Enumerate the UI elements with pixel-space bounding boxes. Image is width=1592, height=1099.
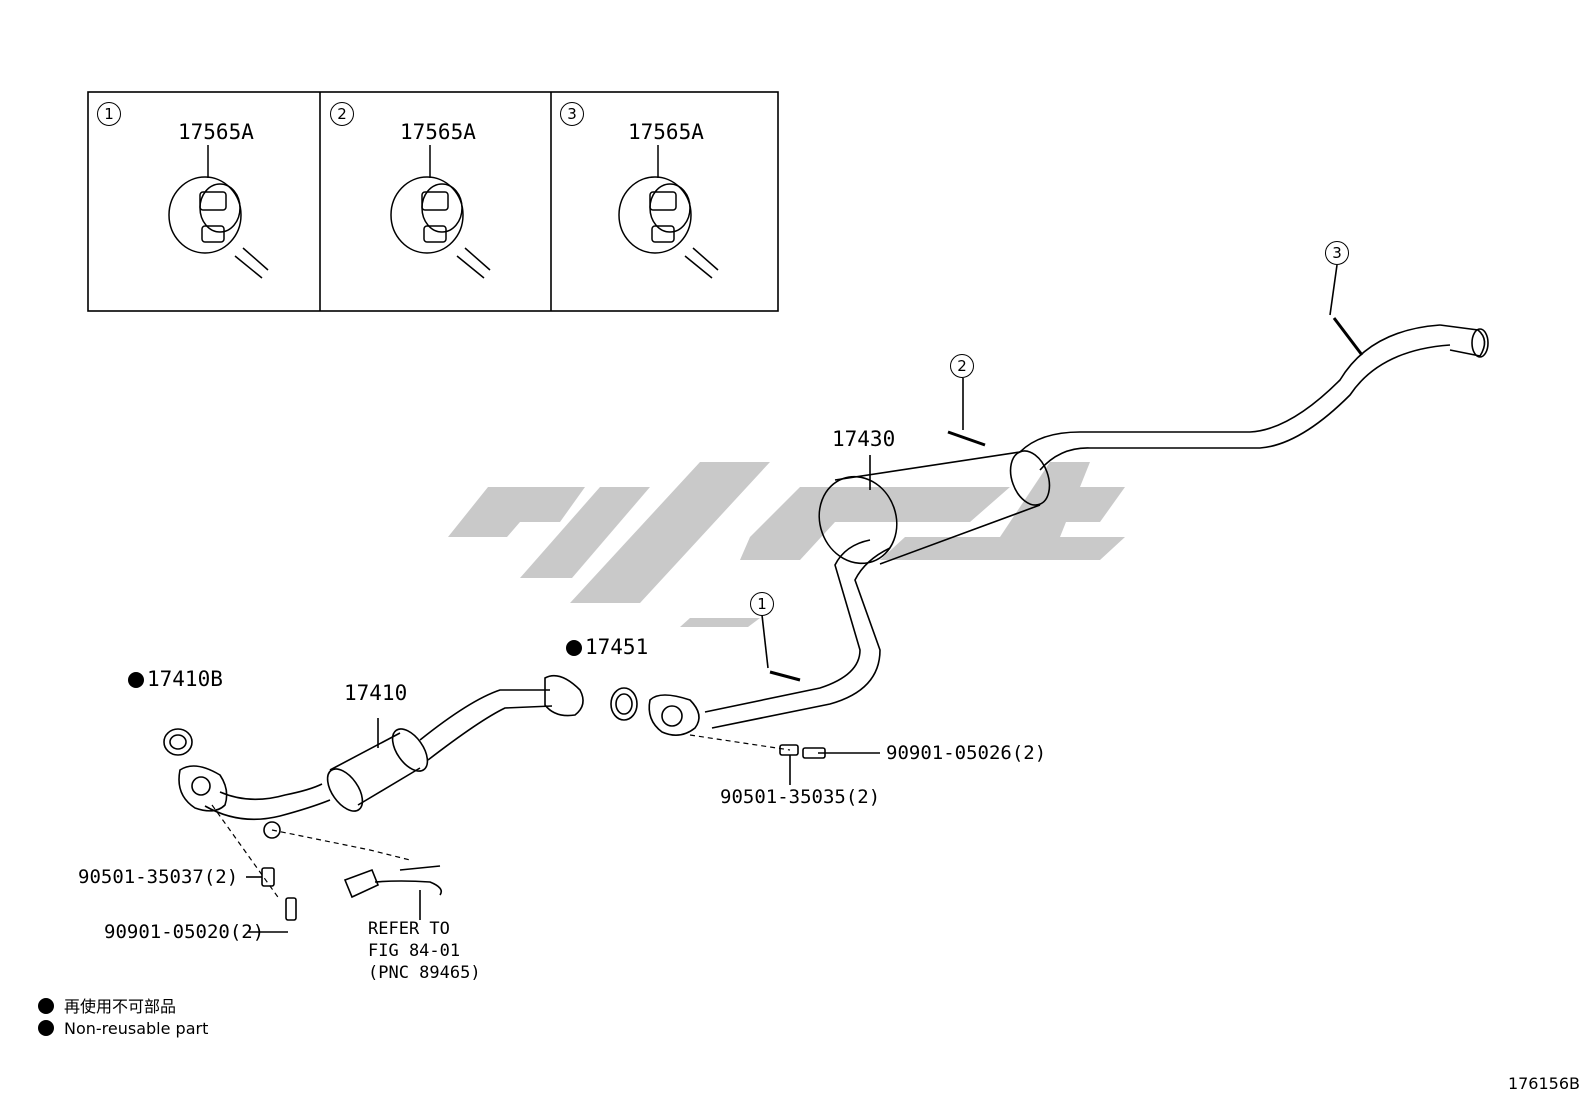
part-label-90901-05020: 90901-05020(2) (104, 921, 265, 943)
inset-panel-number-2: 2 (330, 102, 354, 126)
figure-id: 176156B (1507, 1074, 1580, 1093)
refer-line-1: REFER TO (368, 919, 450, 939)
legend-dot (38, 998, 54, 1014)
inset-part-label-1: 17565A (178, 120, 254, 144)
hanger-inset-box (87, 91, 779, 312)
refer-line-3: (PNC 89465) (368, 963, 481, 983)
legend-english: Non-reusable part (38, 1019, 208, 1038)
inset-panel-number-1: 1 (97, 102, 121, 126)
inset-panel-number-3: 3 (560, 102, 584, 126)
hanger-rubber-3 (618, 145, 719, 279)
legend-japanese-text: 再使用不可部品 (64, 997, 177, 1016)
part-label-17451: 17451 (566, 636, 648, 658)
hanger-rubber-2 (390, 145, 491, 279)
non-reusable-dot (566, 640, 582, 656)
part-label-17430: 17430 (832, 427, 896, 451)
dashed-leaders (211, 734, 791, 901)
hanger-callout-2: 2 (950, 354, 974, 378)
hanger-callout-1: 1 (750, 592, 774, 616)
hanger-rubber-1 (168, 145, 269, 279)
hanger-callout-3: 3 (1325, 241, 1349, 265)
inset-part-label-3: 17565A (628, 120, 704, 144)
part-label-90901-05026: 90901-05026(2) (886, 742, 1047, 764)
part-number-17410B: 17410B (147, 667, 223, 691)
non-reusable-dot (128, 672, 144, 688)
part-label-17410B: 17410B (128, 668, 223, 690)
legend-english-text: Non-reusable part (64, 1019, 209, 1038)
refer-note: REFER TO FIG 84-01 (PNC 89465) (368, 918, 481, 984)
legend-dot (38, 1020, 54, 1036)
tail-pipe-assembly (648, 264, 1489, 736)
part-label-90501-35037: 90501-35037(2) (78, 866, 239, 888)
part-label-17410: 17410 (344, 681, 408, 705)
part-number-17451: 17451 (585, 635, 649, 659)
part-label-90501-35035: 90501-35035(2) (720, 786, 881, 808)
front-pipe-assembly (163, 674, 880, 933)
legend-japanese: 再使用不可部品 (38, 993, 176, 1017)
watermark-logo (448, 462, 1125, 627)
inset-part-label-2: 17565A (400, 120, 476, 144)
refer-line-2: FIG 84-01 (368, 941, 461, 961)
